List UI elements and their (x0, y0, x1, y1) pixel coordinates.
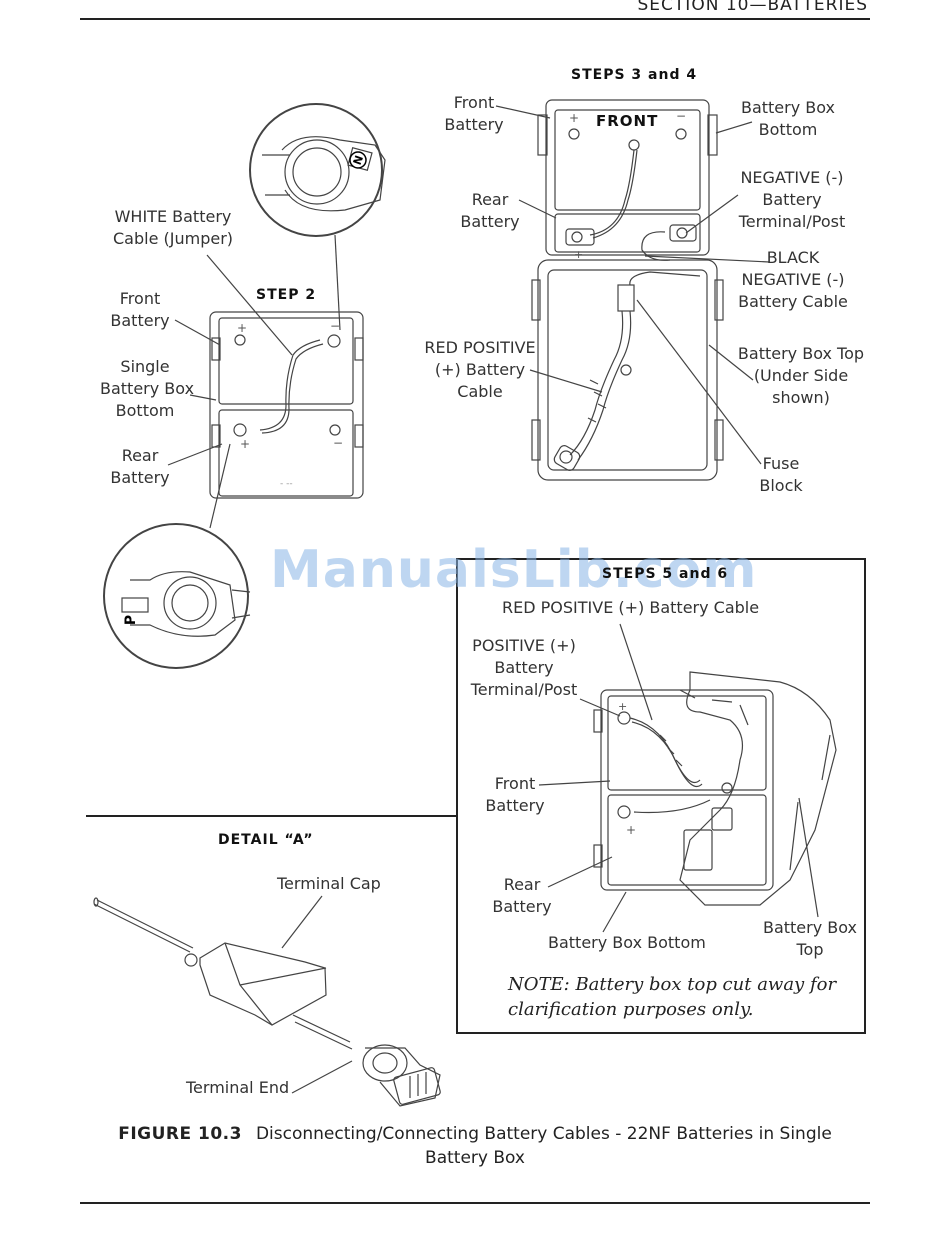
steps34-rear-battery-label: Rear Battery (458, 189, 522, 233)
steps56-box-top-line-2: Top (796, 940, 824, 959)
watermark: ManualsLib.com (270, 540, 758, 600)
steps-5-6-frame (456, 558, 866, 1034)
negative-terminal-line-2: Battery (762, 190, 822, 209)
fuse-block-line-1: Fuse (762, 454, 800, 473)
positive-terminal-line-2: Battery (494, 658, 554, 677)
steps56-rear-battery-label: Rear Battery (490, 874, 554, 918)
svg-text:+: + (618, 700, 627, 713)
svg-text:+: + (237, 321, 247, 335)
cutaway-note-line-1: NOTE: Battery box top cut away for (508, 974, 837, 995)
box-top-line-1: Battery Box Top (737, 344, 865, 363)
terminal-cap-label: Terminal Cap (277, 874, 381, 893)
svg-text:+: + (574, 248, 583, 261)
box-top-line-2: (Under Side (753, 366, 849, 385)
svg-text:+: + (569, 111, 579, 125)
terminal-end-label: Terminal End (186, 1078, 290, 1097)
white-cable-line-1: WHITE Battery (114, 207, 232, 226)
detail-a-divider (86, 815, 458, 817)
svg-text:−: − (333, 436, 343, 450)
steps56-title: STEPS 5 and 6 (602, 566, 729, 582)
negative-terminal-line-1: NEGATIVE (-) (740, 168, 844, 187)
steps56-box-bottom-label: Battery Box Bottom (548, 933, 706, 952)
black-negative-cable-label: BLACK NEGATIVE (-) Battery Cable (733, 247, 853, 313)
red-positive-cable-line-1: RED POSITIVE (424, 338, 536, 357)
steps34-box-bottom-line-2: Bottom (758, 120, 818, 139)
steps56-front-battery-line-1: Front (494, 774, 536, 793)
steps56-rear-battery-line-2: Battery (492, 897, 552, 916)
box-top-line-3: shown) (772, 388, 830, 407)
svg-text:+: + (626, 823, 636, 837)
steps56-red-cable-label: RED POSITIVE (+) Battery Cable (502, 598, 760, 617)
header-rule (80, 18, 870, 20)
steps34-box-bottom-label: Battery Box Bottom (738, 97, 838, 141)
steps56-rear-battery-line-1: Rear (503, 875, 541, 894)
positive-terminal-line-1: POSITIVE (+) (472, 636, 576, 655)
detail-n-letter: N (351, 154, 366, 167)
steps56-battery-box: + + (593, 671, 837, 906)
steps34-front-text: FRONT (596, 112, 659, 130)
cutaway-note: NOTE: Battery box top cut away for clari… (508, 972, 836, 1022)
svg-text:−: − (676, 109, 686, 123)
detail-p-circle (103, 523, 251, 669)
cutaway-note-line-2: clarification purposes only. (508, 999, 754, 1020)
negative-terminal-label: NEGATIVE (-) Battery Terminal/Post (733, 167, 851, 233)
step2-front-battery-line-2: Battery (110, 311, 170, 330)
svg-text:- --: - -- (280, 479, 293, 489)
steps56-front-battery-label: Front Battery (483, 773, 547, 817)
steps34-rear-battery-line-1: Rear (471, 190, 509, 209)
section-title: SECTION 10—BATTERIES (637, 0, 868, 15)
steps56-front-battery-line-2: Battery (485, 796, 545, 815)
svg-text:+: + (240, 437, 250, 451)
red-positive-cable-line-2: (+) Battery (434, 360, 526, 379)
detail-p-letter: P (123, 615, 139, 625)
black-negative-cable-line-3: Battery Cable (738, 292, 848, 311)
figure-number: FIGURE 10.3 (118, 1124, 242, 1144)
steps34-front-battery-label: Front Battery (442, 92, 506, 136)
detail-a-title: DETAIL “A” (218, 832, 314, 848)
footer-rule (80, 1202, 870, 1204)
positive-terminal-line-3: Terminal/Post (470, 680, 578, 699)
black-negative-cable-line-1: BLACK (766, 248, 820, 267)
step2-title: STEP 2 (256, 287, 317, 303)
negative-terminal-line-3: Terminal/Post (738, 212, 846, 231)
steps34-front-battery-line-1: Front (453, 93, 495, 112)
detail-a-cable (93, 897, 441, 1107)
step2-rear-battery-line-1: Rear (121, 446, 159, 465)
steps56-box-top-line-1: Battery Box (762, 918, 858, 937)
steps34-battery-box: + − + (531, 99, 724, 481)
black-negative-cable-line-2: NEGATIVE (-) (741, 270, 845, 289)
white-cable-line-2: Cable (Jumper) (113, 229, 234, 248)
positive-terminal-label: POSITIVE (+) Battery Terminal/Post (466, 635, 582, 701)
step2-battery-box: + − + − (209, 311, 364, 499)
step2-front-battery-line-1: Front (119, 289, 161, 308)
fuse-block-label: Fuse Block (752, 453, 810, 497)
steps34-front-battery-line-2: Battery (444, 115, 504, 134)
steps34-rear-battery-line-2: Battery (460, 212, 520, 231)
steps34-box-bottom-line-1: Battery Box (740, 98, 836, 117)
step2-rear-battery-label: Rear Battery (108, 445, 172, 489)
red-positive-cable-label: RED POSITIVE (+) Battery Cable (420, 337, 540, 403)
steps34-title: STEPS 3 and 4 (571, 67, 698, 83)
step2-rear-battery-line-2: Battery (110, 468, 170, 487)
single-box-bottom-label: Single Battery Box Bottom (100, 356, 195, 422)
fuse-block-line-2: Block (759, 476, 803, 495)
detail-n-circle (249, 103, 386, 237)
step2-front-battery-label: Front Battery (108, 288, 172, 332)
figure-caption: FIGURE 10.3 Disconnecting/Connecting Batt… (90, 1122, 860, 1170)
red-positive-cable-line-3: Cable (457, 382, 503, 401)
single-box-bottom-line-3: Bottom (115, 401, 175, 420)
svg-text:−: − (330, 319, 340, 333)
box-top-label: Battery Box Top (Under Side shown) (737, 343, 865, 409)
figure-caption-text: Disconnecting/Connecting Battery Cables … (255, 1124, 832, 1168)
steps56-box-top-label: Battery Box Top (762, 917, 858, 961)
white-cable-label: WHITE Battery Cable (Jumper) (113, 206, 233, 250)
single-box-bottom-line-1: Single (120, 357, 170, 376)
single-box-bottom-line-2: Battery Box (100, 379, 195, 398)
